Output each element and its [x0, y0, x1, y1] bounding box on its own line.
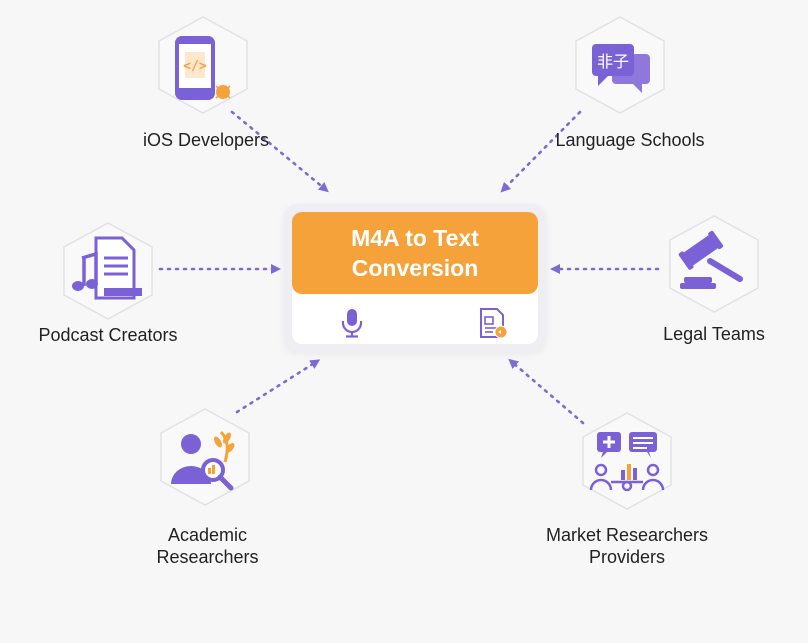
node-label-academic: Academic Researchers [140, 524, 275, 568]
node-label-language: Language Schools [555, 130, 705, 150]
arrow-language [500, 110, 582, 193]
center-card-inner: M4A to Text Conversion [292, 212, 538, 344]
arrow-academic [235, 359, 321, 414]
node-label-legal: Legal Teams [663, 324, 765, 344]
node-label-podcast: Podcast Creators [38, 325, 178, 345]
researcher-magnifier-icon [171, 430, 235, 491]
document-icon [480, 308, 508, 339]
node-podcast-creators [58, 220, 158, 320]
music-document-icon [72, 236, 142, 300]
center-title: M4A to Text Conversion [292, 212, 538, 294]
mobile-code-icon: </> [175, 36, 231, 100]
node-label-market-line2: Providers [588, 547, 666, 567]
center-title-text: M4A to Text Conversion [351, 225, 479, 281]
svg-text:非子: 非子 [597, 52, 629, 71]
microphone-icon [341, 309, 363, 338]
node-language-schools: 非子 [570, 14, 670, 114]
center-card: M4A to Text Conversion [284, 204, 546, 352]
node-legal-teams [664, 213, 764, 313]
node-label-market-line1: Market Researchers [545, 525, 709, 545]
arrow-market [508, 358, 585, 425]
gavel-icon [678, 230, 743, 289]
node-academic-researchers [155, 406, 255, 506]
chat-translate-icon: 非子 [592, 44, 650, 93]
node-label-market: Market Researchers Providers [537, 524, 717, 568]
node-label-ios: iOS Developers [143, 130, 270, 150]
node-label-academic-line2: Researchers [156, 547, 259, 567]
focus-group-icon [589, 432, 665, 492]
node-ios-developers: </> [153, 14, 253, 114]
svg-text:</>: </> [183, 59, 207, 74]
node-market-researchers [577, 410, 677, 510]
node-label-academic-line1: Academic [167, 525, 248, 545]
